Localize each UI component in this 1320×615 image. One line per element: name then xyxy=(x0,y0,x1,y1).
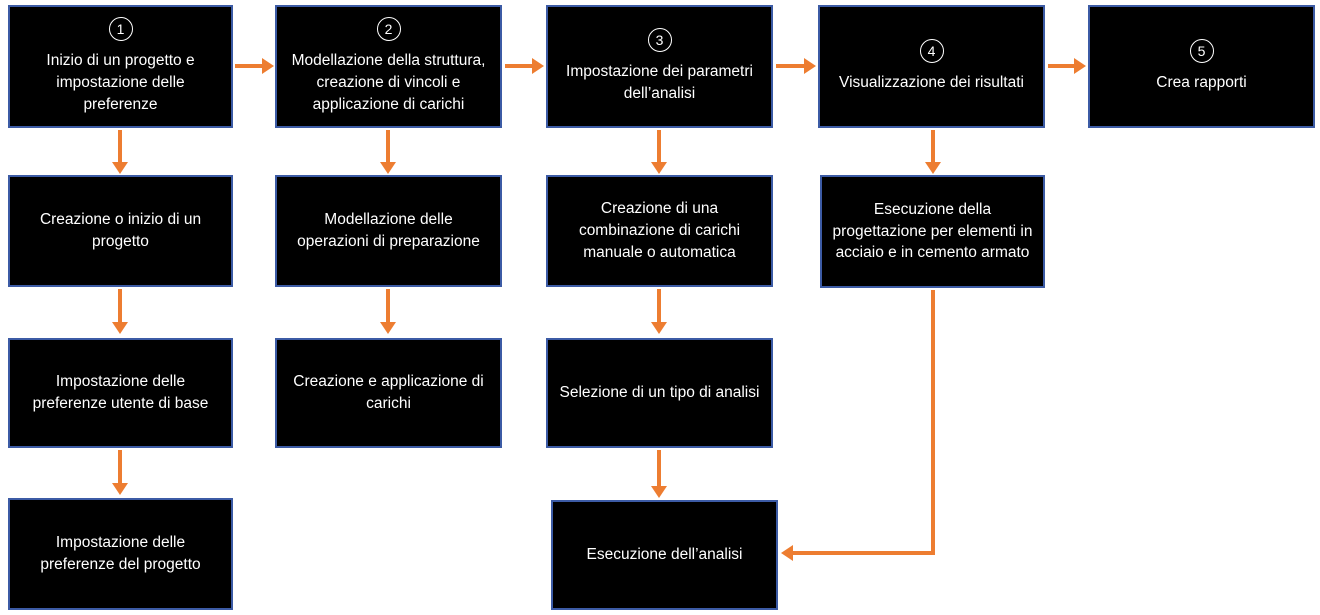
flow-step-analysis-type: Selezione di un tipo di analisi xyxy=(546,338,773,448)
step-number-badge-3: 3 xyxy=(647,28,672,53)
flow-step-label: Creazione o inizio di un progetto xyxy=(39,211,202,250)
flow-step-phase-5: 5 Crea rapporti xyxy=(1088,5,1315,128)
step-number-3: 3 xyxy=(655,32,664,49)
flow-step-label: Creazione e applicazione di carichi xyxy=(293,373,484,412)
flow-step-run-analysis: Esecuzione dell’analisi xyxy=(551,500,778,610)
step-number-badge-5: 5 xyxy=(1189,39,1214,64)
flow-step-create-project: Creazione o inizio di un progetto xyxy=(8,175,233,287)
flow-step-project-preferences: Impostazione delle preferenze del proget… xyxy=(8,498,233,610)
flow-step-label: Esecuzione della progettazione per eleme… xyxy=(832,200,1033,262)
step-number-badge-4: 4 xyxy=(919,39,944,64)
flow-step-phase-2: 2 Modellazione della struttura, creazion… xyxy=(275,5,502,128)
flow-step-label: Impostazione delle preferenze utente di … xyxy=(32,373,209,412)
flow-step-apply-loads: Creazione e applicazione di carichi xyxy=(275,338,502,448)
flow-step-label: Crea rapporti xyxy=(1156,74,1247,92)
flow-step-label: Modellazione della struttura, creazione … xyxy=(291,52,486,113)
step-number-badge-1: 1 xyxy=(108,17,133,42)
flow-step-load-combination: Creazione di una combinazione di carichi… xyxy=(546,175,773,287)
flow-step-label: Esecuzione dell’analisi xyxy=(586,546,743,564)
flow-step-label: Modellazione delle operazioni di prepara… xyxy=(297,211,480,250)
flow-step-phase-1: 1 Inizio di un progetto e impostazione d… xyxy=(8,5,233,128)
flow-step-phase-3: 3 Impostazione dei parametri dell’analis… xyxy=(546,5,773,128)
flow-step-label: Creazione di una combinazione di carichi… xyxy=(578,200,741,261)
step-number-badge-2: 2 xyxy=(376,17,401,42)
flow-step-label: Selezione di un tipo di analisi xyxy=(559,384,760,402)
step-number-2: 2 xyxy=(384,21,393,38)
flow-step-user-preferences: Impostazione delle preferenze utente di … xyxy=(8,338,233,448)
step-number-4: 4 xyxy=(927,43,936,60)
flow-step-design-execution: Esecuzione della progettazione per eleme… xyxy=(820,175,1045,288)
flow-step-preparation-modeling: Modellazione delle operazioni di prepara… xyxy=(275,175,502,287)
step-number-1: 1 xyxy=(116,21,125,38)
flow-step-label: Impostazione delle preferenze del proget… xyxy=(40,534,201,573)
flow-step-phase-4: 4 Visualizzazione dei risultati xyxy=(818,5,1045,128)
flow-step-label: Visualizzazione dei risultati xyxy=(839,74,1024,92)
step-number-5: 5 xyxy=(1197,43,1206,60)
flow-step-label: Inizio di un progetto e impostazione del… xyxy=(46,52,195,113)
flow-step-label: Impostazione dei parametri dell’analisi xyxy=(566,63,753,102)
